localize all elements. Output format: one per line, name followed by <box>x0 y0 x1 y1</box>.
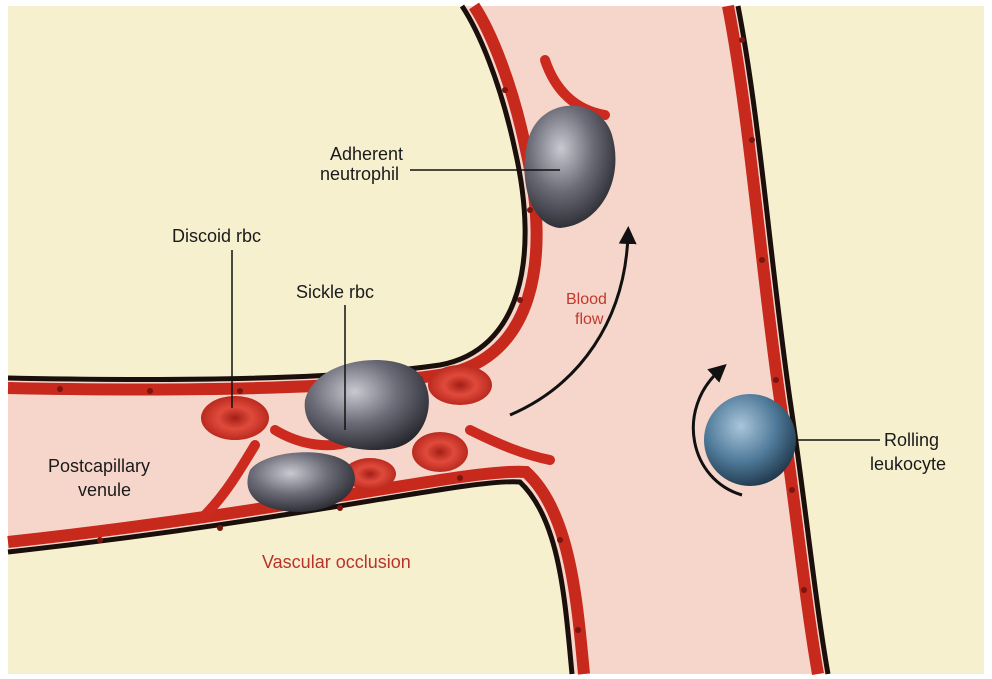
vascular-occlusion-label: Vascular occlusion <box>262 552 411 572</box>
rbc <box>412 432 468 472</box>
sickle-label: Sickle rbc <box>296 282 374 302</box>
rolling-label-1: Rolling <box>884 430 939 450</box>
postcapillary-label-2: venule <box>78 480 131 500</box>
discoid-rbc <box>201 396 269 440</box>
blood-flow-label-1: Blood <box>566 291 607 308</box>
postcapillary-label-1: Postcapillary <box>48 456 150 476</box>
rolling-leukocyte <box>704 394 796 486</box>
rbc <box>428 365 492 405</box>
rolling-label-2: leukocyte <box>870 454 946 474</box>
blood-flow-label-2: flow <box>575 311 604 328</box>
discoid-label: Discoid rbc <box>172 226 261 246</box>
adherent-label-1: Adherent <box>330 144 403 164</box>
adherent-label-2: neutrophil <box>320 164 399 184</box>
